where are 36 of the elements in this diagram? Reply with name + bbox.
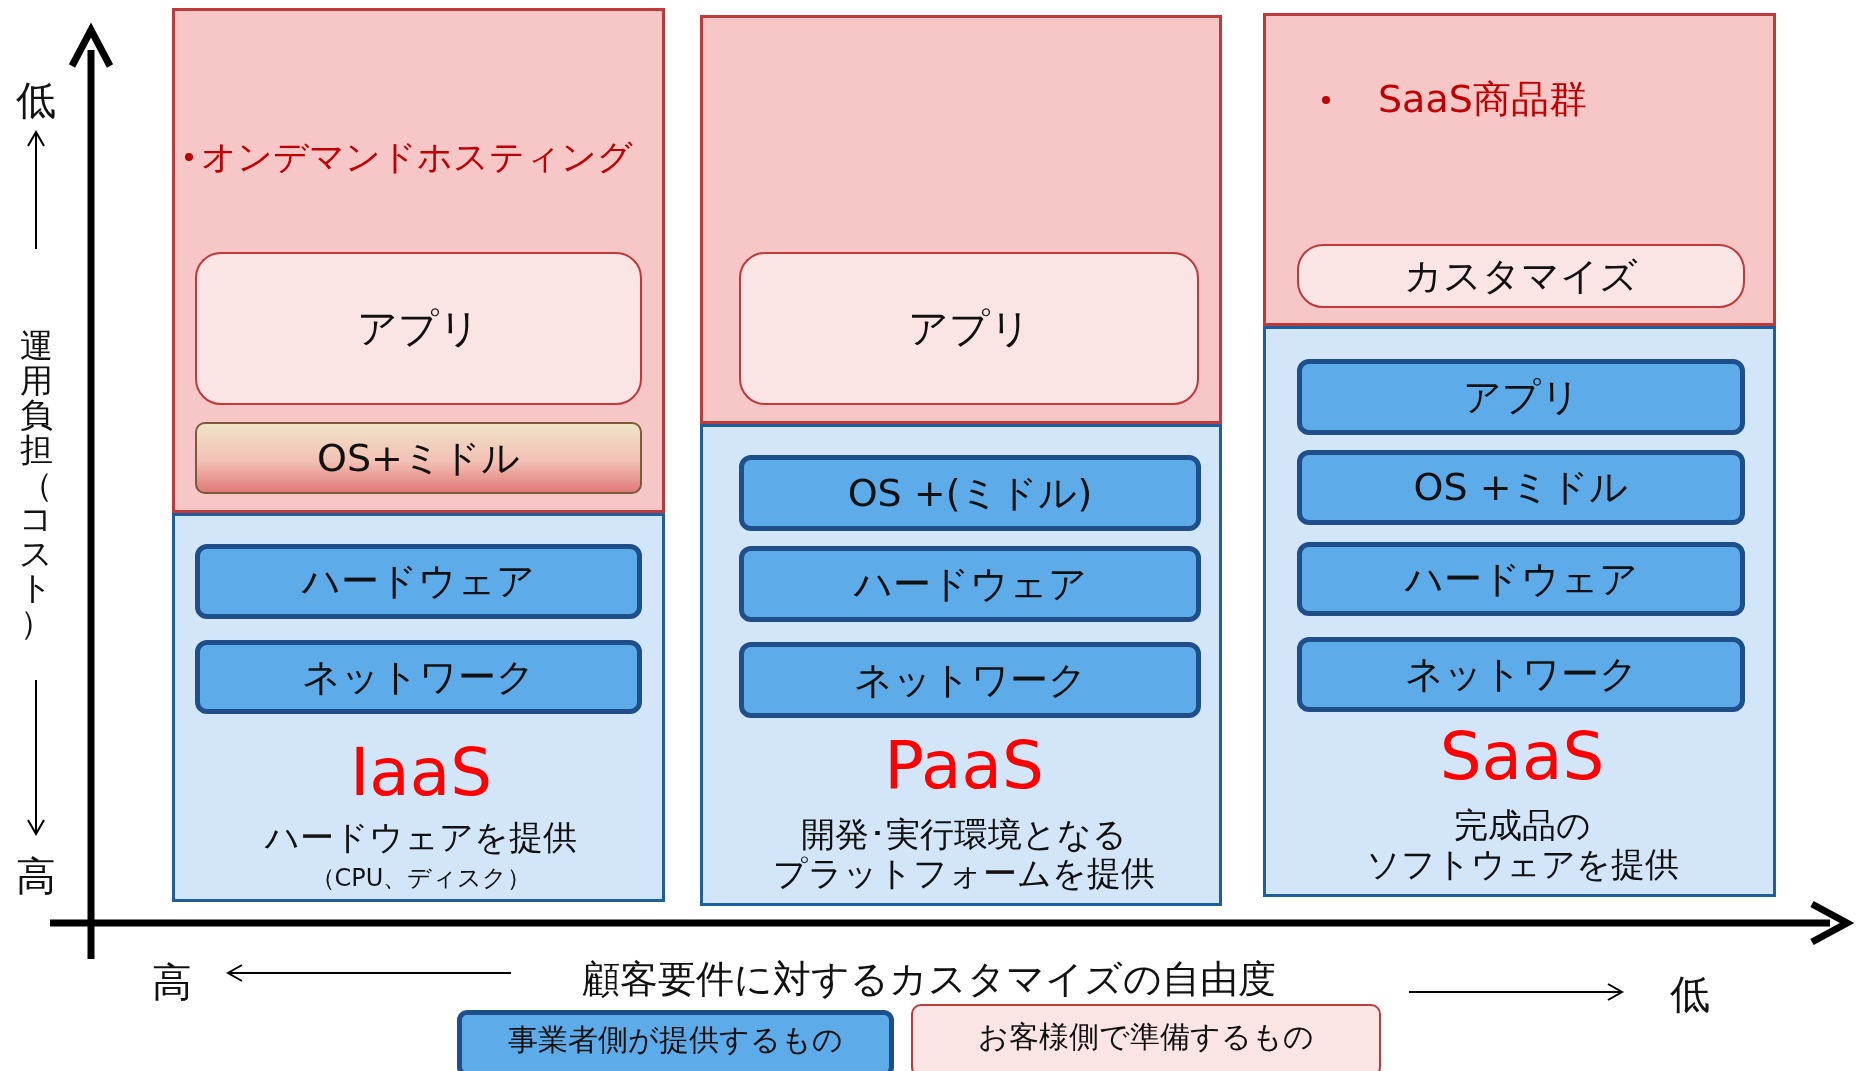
customer-area bbox=[172, 8, 665, 513]
axis-title: 顧客要件に対するカスタマイズの自由度 bbox=[582, 958, 1276, 1002]
layer-box: ネットワーク bbox=[739, 642, 1201, 718]
layer-title: IaaS bbox=[349, 735, 493, 811]
layer-box: OS+ミドル bbox=[195, 422, 642, 494]
layer-box: ハードウェア bbox=[739, 546, 1201, 622]
layer-box: アプリ bbox=[739, 252, 1199, 405]
layer-box: ハードウェア bbox=[195, 544, 642, 619]
description-text: 開発･実行環境となるプラットフォームを提供 bbox=[773, 814, 1155, 894]
provider-area bbox=[700, 424, 1222, 906]
customer-area bbox=[700, 15, 1222, 424]
provider-area bbox=[1263, 326, 1776, 897]
customer-area bbox=[1263, 13, 1776, 326]
axis-label: 低 bbox=[1670, 971, 1710, 1017]
legend-swatch: 事業者側が提供するもの bbox=[457, 1010, 894, 1071]
axis-label: 高 bbox=[16, 853, 56, 899]
description-text: 完成品のソフトウェアを提供 bbox=[1365, 805, 1679, 885]
note-text: （CPU、ディスク） bbox=[310, 865, 532, 893]
layer-title: PaaS bbox=[884, 728, 1044, 804]
layer-box: ネットワーク bbox=[1297, 637, 1745, 712]
axis-label: 低 bbox=[16, 77, 56, 123]
legend-swatch: お客様側で準備するもの bbox=[911, 1004, 1381, 1071]
layer-box: カスタマイズ bbox=[1297, 244, 1745, 308]
provider-area bbox=[172, 513, 665, 902]
layer-box: アプリ bbox=[195, 252, 642, 405]
layer-box: アプリ bbox=[1297, 359, 1745, 435]
axis-title: 運用負担（コスト） bbox=[19, 329, 53, 641]
layer-box: OS +(ミドル) bbox=[739, 455, 1201, 531]
bullet-item: SaaS商品群 bbox=[1378, 78, 1587, 122]
layer-box: ハードウェア bbox=[1297, 542, 1745, 616]
layer-box: OS +ミドル bbox=[1297, 450, 1745, 525]
layer-title: SaaS bbox=[1439, 719, 1605, 795]
description-text: ハードウェアを提供 bbox=[265, 818, 577, 858]
layer-box: ネットワーク bbox=[195, 640, 642, 714]
axis-label: 高 bbox=[152, 959, 192, 1005]
bullet-item: オンデマンドホスティング bbox=[201, 136, 633, 178]
